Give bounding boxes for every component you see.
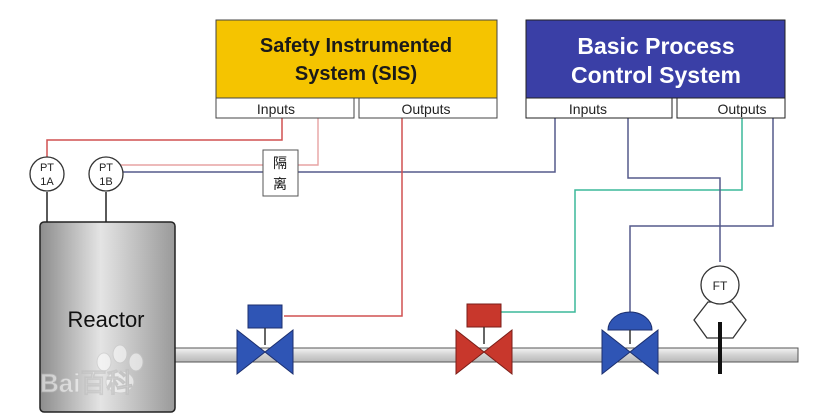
pt1b-label-line1: PT [99,162,113,174]
sis-box: Safety Instrumented System (SIS) Inputs … [215,19,498,119]
sis-output-valve1-line [284,98,403,317]
isolation-label-line2: 离 [273,176,287,192]
shutoff-valve-2 [455,303,513,376]
valve2-body [455,328,485,376]
paw-icon [96,344,144,394]
pt1a-label-line1: PT [40,162,54,174]
bpcs-output-valve2-line [500,118,743,313]
ft-bpcs-signal-line [627,118,721,262]
sis-title-line1: Safety Instrumented [260,35,452,57]
sis-inputs-label: Inputs [257,101,295,117]
pt1a-transmitter: PT 1A [29,156,65,192]
bpcs-output-valve3-line [629,118,774,315]
baidu-watermark: Bai百科 [40,344,144,398]
valve1-actuator [247,304,283,329]
pt1b-transmitter: PT 1B [88,156,124,192]
sis-outputs-label: Outputs [401,101,450,117]
sis-title-line2: System (SIS) [295,63,417,85]
valve3-body [601,328,631,376]
valve2-actuator [466,303,502,328]
control-valve [601,311,659,376]
isolation-label-line1: 隔 [273,155,287,171]
watermark-text: Bai百科 [40,368,132,398]
bpcs-outputs-label: Outputs [717,101,766,117]
bpcs-title-line2: Control System [571,62,741,88]
pt1a-label-line2: 1A [40,176,54,188]
sis-shutoff-valve-1 [236,304,294,376]
reactor-label: Reactor [67,307,144,332]
flow-transmitter: FT [693,265,747,374]
valve3-diaphragm [607,311,653,331]
bpcs-inputs-label: Inputs [569,101,607,117]
bpcs-title-line1: Basic Process [577,33,734,59]
bpcs-box: Basic Process Control System Inputs Outp… [525,19,786,119]
ft-bracket [693,301,747,339]
ft-label: FT [713,279,728,293]
pt1b-label-line2: 1B [99,176,112,188]
process-pipe [171,347,799,363]
pt1b-sis-signal-line [118,118,319,166]
pt1b-bpcs-signal-line [118,118,556,173]
valve1-body [236,328,266,376]
isolation-box: 隔 离 [262,149,299,197]
